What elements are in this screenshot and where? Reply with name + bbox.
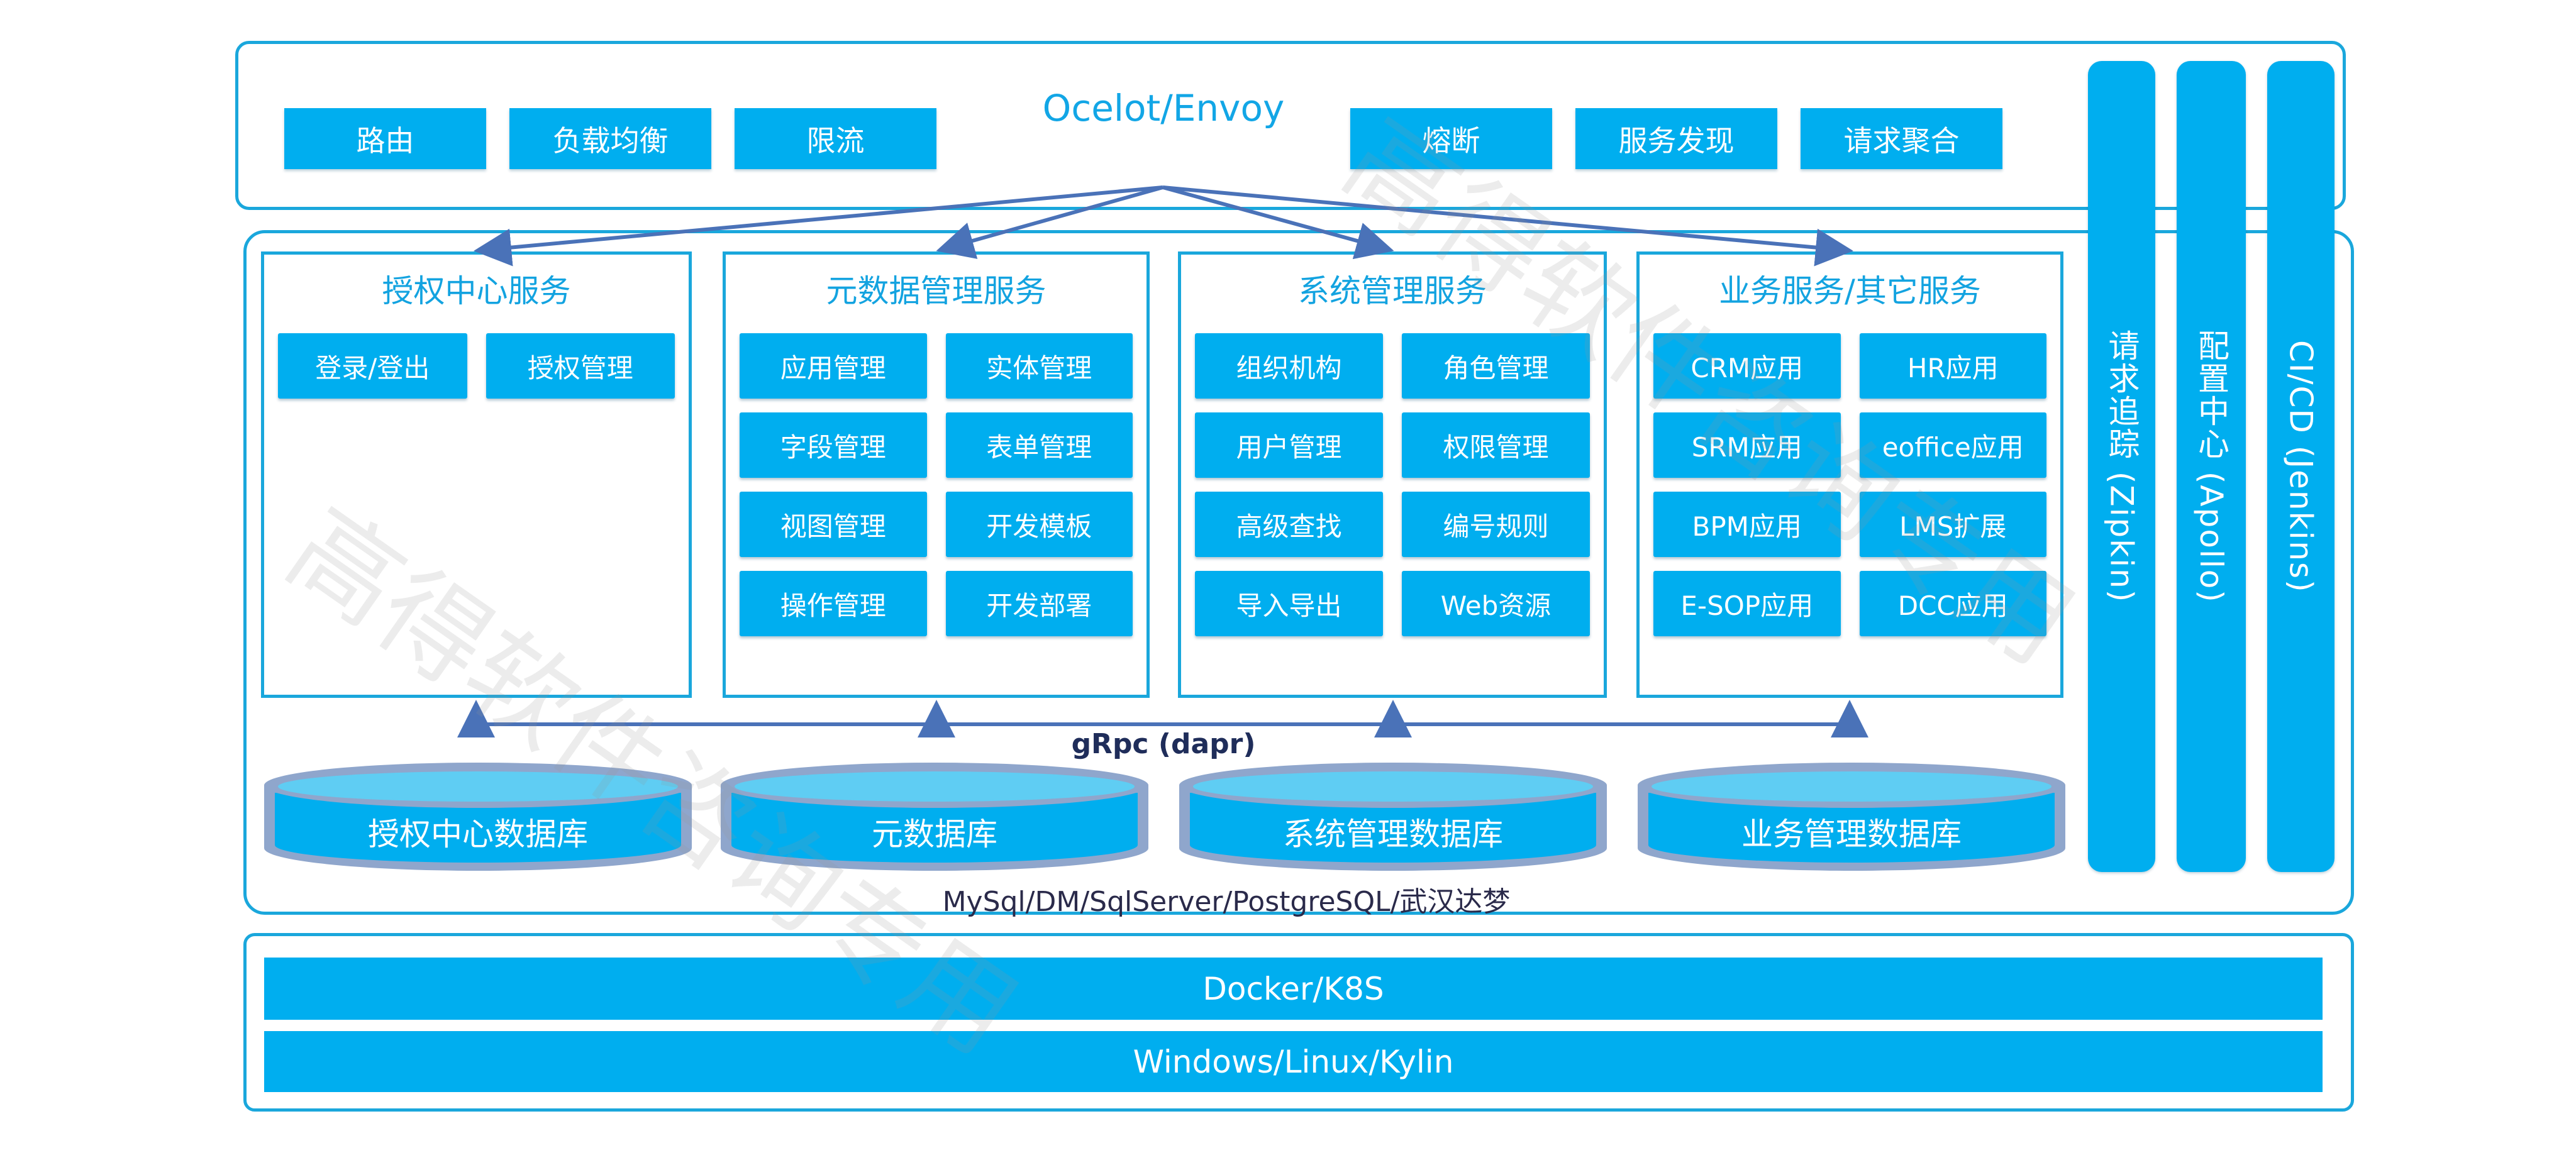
service-module[interactable]: 操作管理 bbox=[740, 571, 927, 636]
database-metadata[interactable]: 元数据库 bbox=[718, 760, 1152, 874]
gateway-feature-circuit-breaker[interactable]: 熔断 bbox=[1350, 108, 1552, 169]
service-module[interactable]: E-SOP应用 bbox=[1653, 571, 1841, 636]
service-module[interactable]: 开发模板 bbox=[945, 492, 1133, 557]
service-business-other[interactable]: 业务服务/其它服务 CRM应用 HR应用 SRM应用 eoffice应用 BPM… bbox=[1636, 251, 2063, 698]
service-module[interactable]: 组织机构 bbox=[1195, 333, 1383, 399]
service-module[interactable]: Web资源 bbox=[1402, 571, 1590, 636]
side-service-label: CI/CD (Jenkins) bbox=[2282, 340, 2319, 594]
service-module[interactable]: 高级查找 bbox=[1195, 492, 1383, 557]
database-system-management[interactable]: 系统管理数据库 bbox=[1176, 760, 1610, 874]
side-service-config-center[interactable]: 配置中心 (Apollo) bbox=[2177, 61, 2246, 872]
service-title: 系统管理服务 bbox=[1298, 273, 1487, 309]
database-label: 授权中心数据库 bbox=[368, 815, 588, 853]
service-system-management[interactable]: 系统管理服务 组织机构 角色管理 用户管理 权限管理 高级查找 编号规则 导入导… bbox=[1178, 251, 1607, 698]
service-module[interactable]: SRM应用 bbox=[1653, 412, 1841, 478]
service-title: 元数据管理服务 bbox=[826, 273, 1046, 309]
database-icon bbox=[1179, 763, 1607, 871]
gateway-feature-routing[interactable]: 路由 bbox=[284, 108, 486, 169]
operating-system-bar[interactable]: Windows/Linux/Kylin bbox=[264, 1031, 2323, 1092]
database-label: 业务管理数据库 bbox=[1741, 815, 1962, 853]
grpc-label: gRpc (dapr) bbox=[1071, 728, 1256, 760]
service-module[interactable]: DCC应用 bbox=[1859, 571, 2046, 636]
service-module[interactable]: 导入导出 bbox=[1195, 571, 1383, 636]
side-service-label: 请求追踪 (Zipkin) bbox=[2103, 329, 2140, 604]
database-business[interactable]: 业务管理数据库 bbox=[1635, 760, 2068, 874]
database-types-caption: MySql/DM/SqlServer/PostgreSQL/武汉达梦 bbox=[942, 886, 1511, 918]
service-module[interactable]: BPM应用 bbox=[1653, 492, 1841, 557]
side-service-label: 配置中心 (Apollo) bbox=[2193, 329, 2229, 604]
gateway-feature-load-balancing[interactable]: 负载均衡 bbox=[509, 108, 711, 169]
service-module[interactable]: 授权管理 bbox=[486, 333, 675, 399]
service-auth-center[interactable]: 授权中心服务 登录/登出 授权管理 bbox=[261, 251, 692, 698]
gateway-feature-request-aggregation[interactable]: 请求聚合 bbox=[1801, 108, 2002, 169]
gateway-feature-service-discovery[interactable]: 服务发现 bbox=[1575, 108, 1777, 169]
database-icon bbox=[264, 763, 692, 871]
service-module[interactable]: 视图管理 bbox=[740, 492, 927, 557]
service-module[interactable]: CRM应用 bbox=[1653, 333, 1841, 399]
service-module[interactable]: 登录/登出 bbox=[278, 333, 467, 399]
service-module[interactable]: 用户管理 bbox=[1195, 412, 1383, 478]
database-label: 系统管理数据库 bbox=[1283, 815, 1503, 853]
service-module[interactable]: 表单管理 bbox=[945, 412, 1133, 478]
database-icon bbox=[721, 763, 1148, 871]
service-module[interactable]: LMS扩展 bbox=[1859, 492, 2046, 557]
service-module[interactable]: 权限管理 bbox=[1402, 412, 1590, 478]
service-title: 业务服务/其它服务 bbox=[1719, 273, 1981, 309]
infrastructure-frame bbox=[243, 933, 2354, 1112]
service-module[interactable]: HR应用 bbox=[1859, 333, 2046, 399]
database-label: 元数据库 bbox=[872, 815, 997, 853]
service-module[interactable]: eoffice应用 bbox=[1859, 412, 2046, 478]
side-service-tracing[interactable]: 请求追踪 (Zipkin) bbox=[2088, 61, 2155, 872]
service-module[interactable]: 应用管理 bbox=[740, 333, 927, 399]
service-title: 授权中心服务 bbox=[382, 273, 571, 309]
database-icon bbox=[1638, 763, 2065, 871]
gateway-title: Ocelot/Envoy bbox=[1042, 87, 1285, 130]
service-module[interactable]: 角色管理 bbox=[1402, 333, 1590, 399]
service-module[interactable]: 字段管理 bbox=[740, 412, 927, 478]
service-metadata-management[interactable]: 元数据管理服务 应用管理 实体管理 字段管理 表单管理 视图管理 开发模板 操作… bbox=[723, 251, 1150, 698]
gateway-feature-rate-limiting[interactable]: 限流 bbox=[735, 108, 936, 169]
service-module[interactable]: 实体管理 bbox=[945, 333, 1133, 399]
database-auth-center[interactable]: 授权中心数据库 bbox=[261, 760, 695, 874]
service-module[interactable]: 编号规则 bbox=[1402, 492, 1590, 557]
side-service-cicd[interactable]: CI/CD (Jenkins) bbox=[2267, 61, 2334, 872]
container-platform-bar[interactable]: Docker/K8S bbox=[264, 958, 2323, 1020]
service-module[interactable]: 开发部署 bbox=[945, 571, 1133, 636]
